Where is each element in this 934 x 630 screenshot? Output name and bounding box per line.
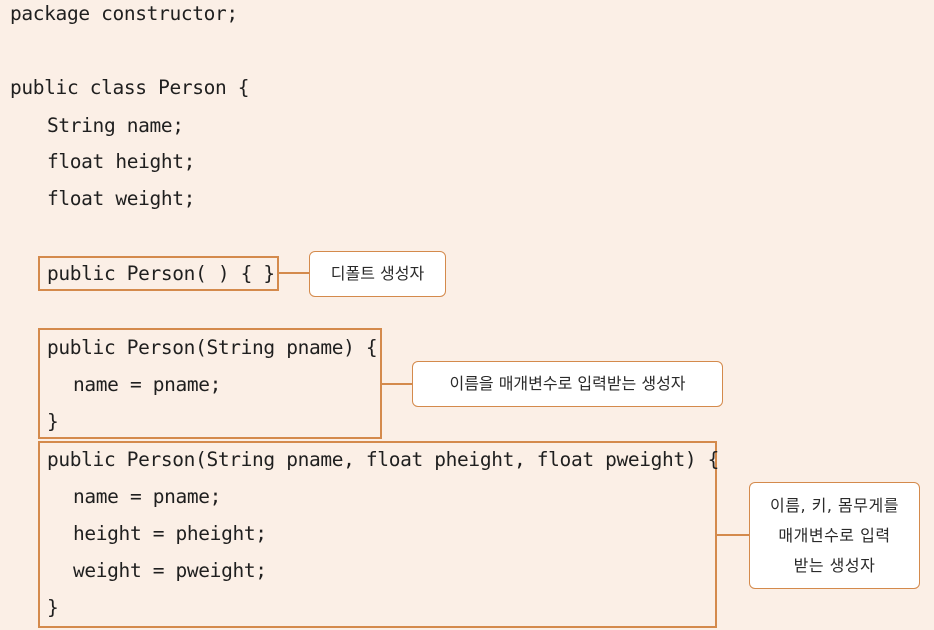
name-constructor-connector	[382, 383, 412, 385]
full-constructor-note: 이름, 키, 몸무게를 매개변수로 입력 받는 생성자	[749, 482, 920, 589]
code-line-name-constructor-decl: public Person(String pname) {	[47, 336, 378, 359]
code-line-field-height: float height;	[47, 150, 196, 173]
code-line-name-constructor-close: }	[47, 410, 59, 433]
code-line-full-constructor-body-weight: weight = pweight;	[73, 559, 267, 582]
code-line-full-constructor-decl: public Person(String pname, float pheigh…	[47, 448, 720, 471]
name-constructor-box	[38, 328, 382, 439]
full-constructor-box	[38, 441, 717, 628]
full-constructor-connector	[717, 534, 749, 536]
code-line-class-declaration: public class Person {	[10, 76, 250, 99]
code-line-full-constructor-close: }	[47, 596, 59, 619]
default-constructor-note: 디폴트 생성자	[309, 251, 446, 297]
code-line-full-constructor-body-height: height = pheight;	[73, 522, 267, 545]
code-line-full-constructor-body-name: name = pname;	[73, 485, 222, 508]
default-constructor-box	[38, 256, 279, 291]
code-line-package: package constructor;	[10, 2, 238, 25]
name-constructor-note: 이름을 매개변수로 입력받는 생성자	[412, 361, 723, 407]
code-line-field-weight: float weight;	[47, 187, 196, 210]
code-line-name-constructor-body: name = pname;	[73, 373, 222, 396]
default-constructor-connector	[279, 272, 309, 274]
code-line-field-name: String name;	[47, 114, 184, 137]
code-line-default-constructor: public Person( ) { }	[47, 262, 275, 285]
